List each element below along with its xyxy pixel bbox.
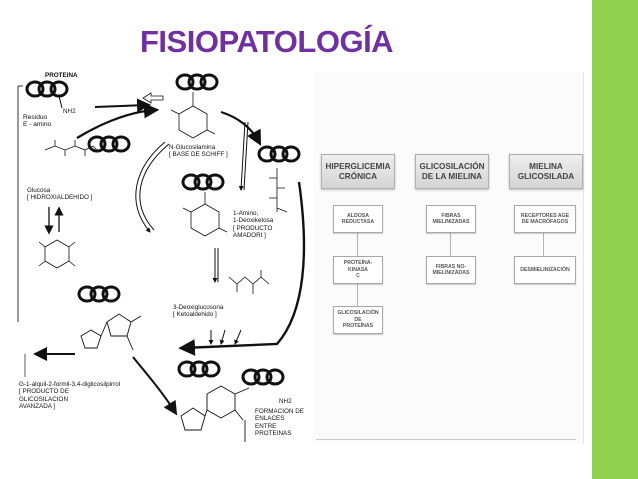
box-aldosa-reductasa: ALDOSA REDUCTASA [333,205,383,233]
protein-coil-icon [177,360,285,386]
pathway-drawing [17,73,306,442]
header-mielina-glicosilada: MIELINA GLICOSILADA [509,154,583,189]
header-glicosilacion-mielina: GLICOSILACIÓN DE LA MIELINA [415,154,489,189]
crosslink-label: FORMACION DE ENLACES ENTRE PROTEINAS [255,408,304,438]
crosslink-structure-icon [180,385,250,442]
amadori-product-structure-icon [182,192,228,237]
pyrrole-structure-icon [80,313,142,351]
glycation-pathway-figure: PROTEINA Residuo E - amino NH2 Glucosa [… [15,72,313,458]
glucose-label: Glucosa [ HIDROXIALDEHIDO ] [27,187,93,202]
nh2-label: NH2 [279,398,292,405]
box-receptores-age: RECEPTORES AGE DE MACRÓFAGOS [514,205,576,233]
protein-coil-icon [181,173,225,191]
protein-coil-icon [175,73,219,91]
connector-line [543,207,544,267]
schiff-base-structure-icon [170,92,216,139]
protein-coil-icon [87,135,131,153]
protein-coil-icon [77,285,121,303]
box-desmielinizacion: DESMIELINIZACIÓN [514,256,576,284]
protein-coil-icon [257,145,301,163]
divider [316,439,576,440]
header-hiperglicemia: HIPERGLICEMIA CRÓNICA [321,154,395,189]
pyrrole-label: G-1-alquil-2-formil-3,4-diglicosilpirrol… [19,381,121,411]
box-fibras-no-mielinizadas: FIBRAS NO- MIELINIZADAS [426,256,476,284]
nh2-label: NH2 [63,108,76,115]
protein-coil-icon [25,80,69,98]
amadori-label: 1-Amino, 1-Deoxiketosa [ PRODUCTO AMADOR… [233,210,274,240]
protein-label: PROTEINA [45,72,78,79]
slide-title: FISIOPATOLOGÍA [140,24,394,59]
box-fibras-mielinizadas: FIBRAS MIELINIZADAS [426,205,476,233]
residue-label: Residuo E - amino [23,114,52,129]
cyclic-glucose-icon [38,239,76,269]
box-glicosilacion-proteinas: GLICOSILACIÓN DE PROTEÍNAS [333,306,383,334]
box-proteina-kinasa: PROTEÍNA-KINASA C [333,256,383,284]
accent-bar [592,0,638,479]
schiff-base-label: N-Glucosilamina [ BASE DE SCHIFF ] [169,144,228,159]
connector-line [450,207,451,267]
concept-map: HIPERGLICEMIA CRÓNICA ALDOSA REDUCTASA P… [313,72,584,444]
deoxyglucosone-label: 3-Deoxiglucosona [ Ketoaldehido ] [173,304,224,319]
deoxyglucosone-structure-icon [228,270,270,294]
